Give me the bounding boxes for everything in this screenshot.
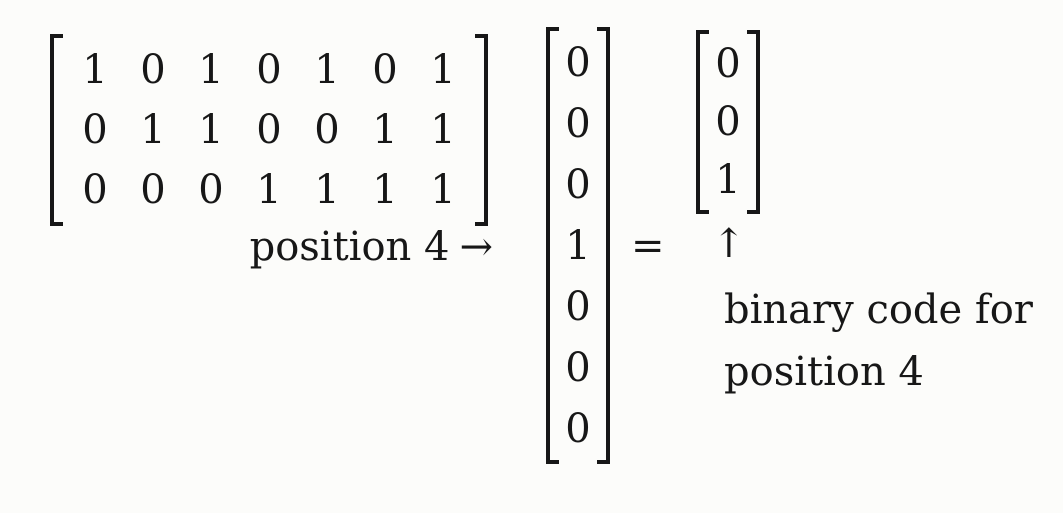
matrix-cell: 1 <box>198 47 224 93</box>
matrix-cell: 1 <box>314 47 340 93</box>
vector-cell: 0 <box>565 100 591 147</box>
right-bracket <box>747 30 760 214</box>
position-pointer-label: position 4→ <box>250 225 493 269</box>
result-vector-cells: 0 0 1 <box>709 30 747 214</box>
left-bracket <box>50 34 63 226</box>
matrix-cell: 0 <box>82 167 108 213</box>
matrix-cell: 0 <box>256 107 282 153</box>
matrix-cell: 1 <box>372 167 398 213</box>
matrix-cell: 0 <box>198 167 224 213</box>
input-vector-cells: 0 0 0 1 0 0 0 <box>559 27 597 464</box>
vector-cell: 0 <box>565 405 591 452</box>
matrix-cell: 0 <box>372 47 398 93</box>
vector-cell: 0 <box>565 39 591 86</box>
parity-check-matrix: 1 0 1 0 1 0 1 0 1 1 0 0 1 1 0 0 0 1 1 1 … <box>50 34 488 226</box>
equals-sign: = <box>631 223 665 269</box>
up-arrow-icon: ↑ <box>712 221 746 267</box>
matrix-cell: 1 <box>256 167 282 213</box>
result-caption-line1: binary code for <box>724 287 1033 333</box>
vector-cell: 0 <box>565 283 591 330</box>
matrix-cell: 0 <box>140 167 166 213</box>
parity-check-matrix-cells: 1 0 1 0 1 0 1 0 1 1 0 0 1 1 0 0 0 1 1 1 … <box>63 34 475 226</box>
vector-cell: 0 <box>565 344 591 391</box>
result-cell: 0 <box>715 99 741 145</box>
result-cell: 1 <box>715 157 741 203</box>
matrix-cell: 1 <box>82 47 108 93</box>
right-bracket <box>597 27 610 464</box>
right-arrow-icon: → <box>459 224 493 270</box>
matrix-cell: 0 <box>82 107 108 153</box>
matrix-cell: 0 <box>314 107 340 153</box>
position-pointer-text: position 4 <box>249 224 450 270</box>
left-bracket <box>546 27 559 464</box>
matrix-cell: 1 <box>198 107 224 153</box>
input-vector: 0 0 0 1 0 0 0 <box>546 27 610 464</box>
result-cell: 0 <box>715 41 741 87</box>
matrix-cell: 1 <box>140 107 166 153</box>
result-vector: 0 0 1 <box>696 30 760 214</box>
matrix-cell: 1 <box>430 167 456 213</box>
left-bracket <box>696 30 709 214</box>
matrix-cell: 0 <box>140 47 166 93</box>
result-caption-line2: position 4 <box>724 349 924 395</box>
right-bracket <box>475 34 488 226</box>
matrix-cell: 1 <box>430 47 456 93</box>
matrix-cell: 1 <box>430 107 456 153</box>
matrix-cell: 0 <box>256 47 282 93</box>
matrix-cell: 1 <box>314 167 340 213</box>
vector-cell: 1 <box>565 222 591 269</box>
vector-cell: 0 <box>565 161 591 208</box>
matrix-cell: 1 <box>372 107 398 153</box>
